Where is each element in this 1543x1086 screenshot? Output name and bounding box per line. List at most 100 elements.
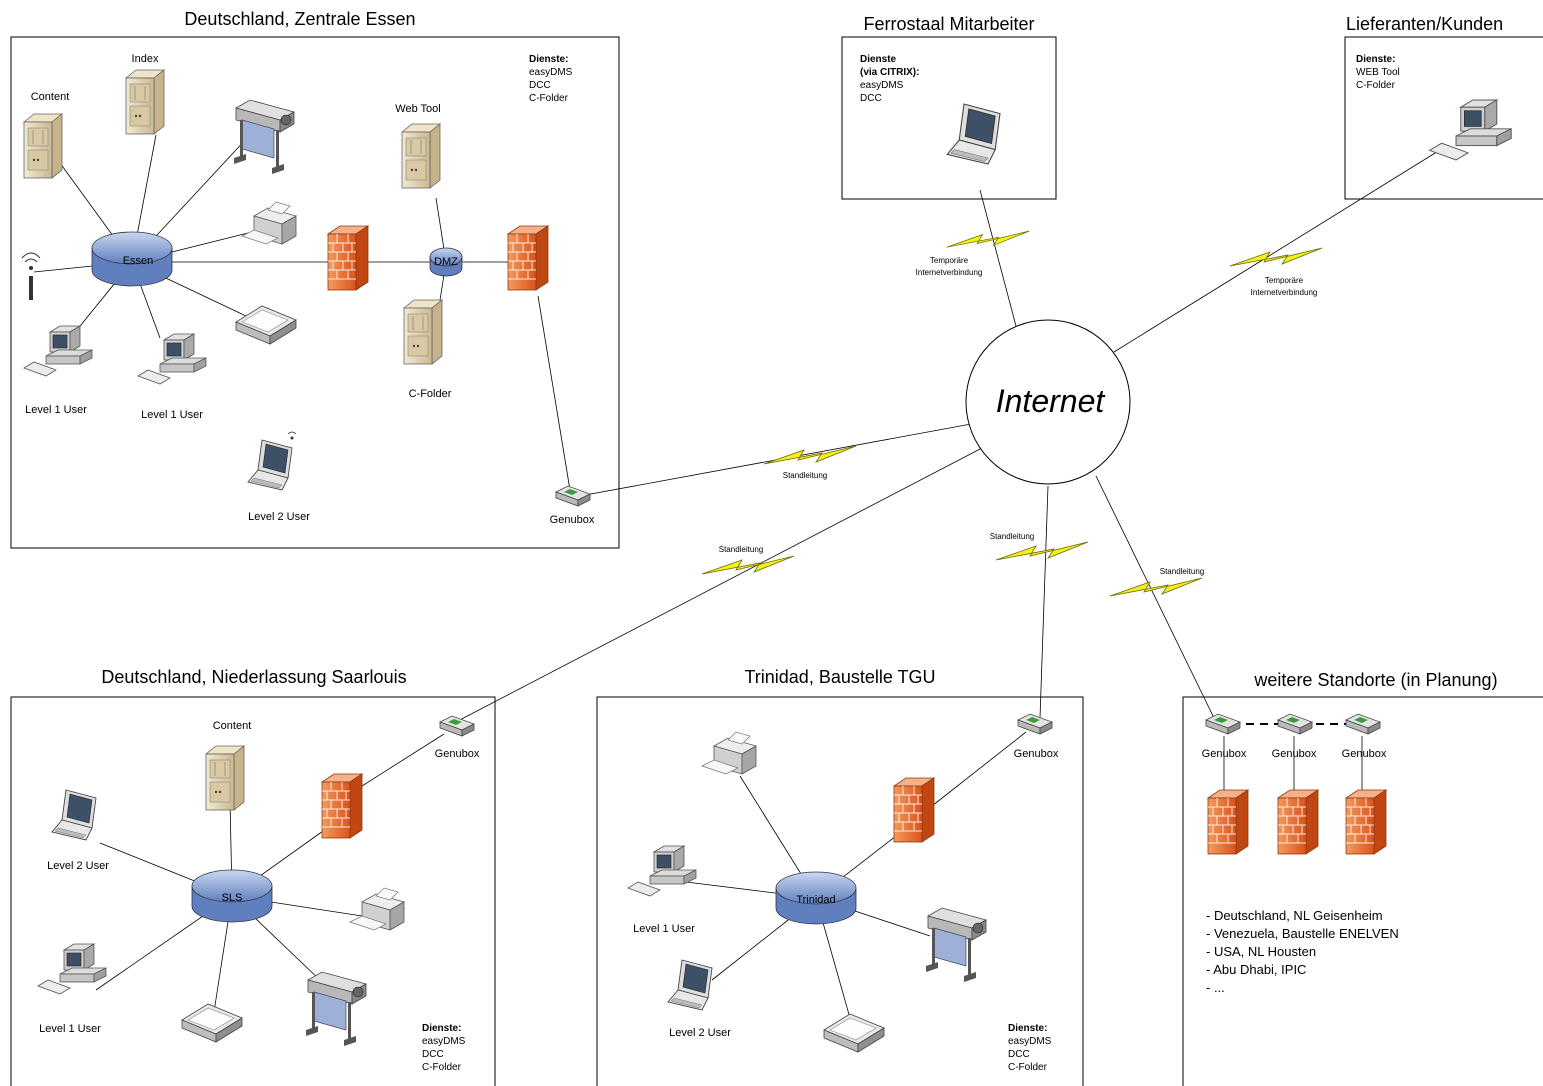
essen-user1a-label: Level 1 User [25,404,87,416]
saarlouis-user2-label: Level 2 User [47,860,109,872]
server-icon [125,69,165,135]
svg-text:easyDMS: easyDMS [1008,1036,1052,1047]
genubox-icon [1017,713,1053,735]
essen-cfolder-label: C-Folder [409,388,452,400]
pc-icon [23,325,93,377]
firewall-icon [1277,789,1319,855]
temp-link-label-1b: Internetverbindung [916,268,983,277]
svg-text:easyDMS: easyDMS [529,67,573,78]
svg-text:Dienste:: Dienste: [1008,1023,1047,1034]
svg-text:(via CITRIX):: (via CITRIX): [860,67,919,78]
trinidad-services: Dienste: easyDMS DCC C-Folder [1008,1023,1052,1073]
essen-site-box [10,36,620,549]
saarlouis-user1-label: Level 1 User [39,1023,101,1035]
standleitung-trinidad: Standleitung [990,532,1034,541]
svg-text:- ...: - ... [1206,980,1225,995]
standleitung-essen: Standleitung [783,471,827,480]
weitere-genubox2-label: Genubox [1272,748,1317,760]
ferrostaal-site-box [841,36,1057,200]
bolt-ferrostaal [946,230,1030,248]
saarlouis-content-label: Content [213,720,252,732]
server-icon [403,299,443,365]
server-icon [401,123,441,189]
internet-label: Internet [996,383,1106,419]
lieferanten-title: Lieferanten/Kunden [1346,14,1503,34]
weitere-genubox3-label: Genubox [1342,748,1387,760]
essen-user1b-label: Level 1 User [141,409,203,421]
pc-icon [137,333,207,385]
firewall-icon [507,225,549,291]
plotter-icon [925,907,987,983]
essen-webtool-label: Web Tool [395,103,440,115]
svg-text:C-Folder: C-Folder [529,93,569,104]
svg-text:WEB Tool: WEB Tool [1356,67,1400,78]
server-icon [205,745,245,811]
svg-text:C-Folder: C-Folder [1356,80,1396,91]
svg-text:SLS: SLS [222,892,243,904]
genubox-icon [1345,713,1381,735]
saarlouis-title: Deutschland, Niederlassung Saarlouis [101,667,406,687]
laptop-icon [247,439,293,491]
scanner-icon [235,305,297,345]
essen-user2-label: Level 2 User [248,511,310,523]
svg-text:DCC: DCC [422,1049,444,1060]
svg-text:- Deutschland, NL Geisenheim: - Deutschland, NL Geisenheim [1206,908,1383,923]
svg-text:DCC: DCC [860,93,882,104]
essen-genubox-label: Genubox [550,514,595,526]
svg-text:- Venezuela, Baustelle ENELVEN: - Venezuela, Baustelle ENELVEN [1206,926,1399,941]
lieferanten-services: Dienste: WEB Tool C-Folder [1356,54,1400,91]
svg-text:Dienste:: Dienste: [422,1023,461,1034]
internet-cloud [965,319,1131,485]
svg-text:Dienste: Dienste [860,54,897,65]
wifi-antenna-icon [21,252,41,300]
svg-text:easyDMS: easyDMS [860,80,904,91]
sls-hub: SLS [191,869,273,923]
saarlouis-site-box [10,696,496,1086]
weitere-genubox1-label: Genubox [1202,748,1247,760]
trinidad-title: Trinidad, Baustelle TGU [744,667,935,687]
bolt-lieferanten [1229,247,1323,267]
essen-services: Dienste: easyDMS DCC C-Folder [529,54,573,104]
genubox-icon [555,485,591,507]
temp-link-label-2b: Internetverbindung [1251,288,1318,297]
standleitung-weitere: Standleitung [1160,567,1204,576]
ferrostaal-services: Dienste (via CITRIX): easyDMS DCC [860,54,919,104]
firewall-icon [893,777,935,843]
svg-text:C-Folder: C-Folder [422,1062,462,1073]
plotter-icon [233,99,295,175]
wifi-signal-icon [287,431,297,440]
svg-text:Essen: Essen [123,255,154,267]
pc-icon [1429,99,1512,161]
essen-index-label: Index [132,53,159,65]
plotter-icon [305,971,367,1047]
trinidad-site-box [596,696,1084,1086]
firewall-icon [327,225,369,291]
standleitung-saarlouis: Standleitung [719,545,763,554]
ferrostaal-title: Ferrostaal Mitarbeiter [863,14,1034,34]
saarlouis-genubox-label: Genubox [435,748,480,760]
laptop-icon [946,103,1001,165]
svg-text:DCC: DCC [529,80,551,91]
svg-text:C-Folder: C-Folder [1008,1062,1048,1073]
trinidad-user1-label: Level 1 User [633,923,695,935]
bolt-saarlouis [701,555,795,575]
temp-link-label-1a: Temporäre [930,256,969,265]
essen-title: Deutschland, Zentrale Essen [184,9,415,29]
svg-text:Dienste:: Dienste: [529,54,568,65]
svg-text:Trinidad: Trinidad [796,894,835,906]
firewall-icon [1345,789,1387,855]
genubox-icon [439,715,475,737]
weitere-title: weitere Standorte (in Planung) [1253,670,1497,690]
scanner-icon [181,1003,243,1043]
svg-text:easyDMS: easyDMS [422,1036,466,1047]
saarlouis-services: Dienste: easyDMS DCC C-Folder [422,1023,466,1073]
weitere-locations-list: - Deutschland, NL Geisenheim - Venezuela… [1206,908,1399,995]
trinidad-genubox-label: Genubox [1014,748,1059,760]
trinidad-hub: Trinidad [775,871,857,925]
essen-hub: Essen [91,231,173,287]
trinidad-user2-label: Level 2 User [669,1027,731,1039]
printer-icon [349,887,405,931]
pc-icon [627,845,697,897]
pc-icon [37,943,107,995]
